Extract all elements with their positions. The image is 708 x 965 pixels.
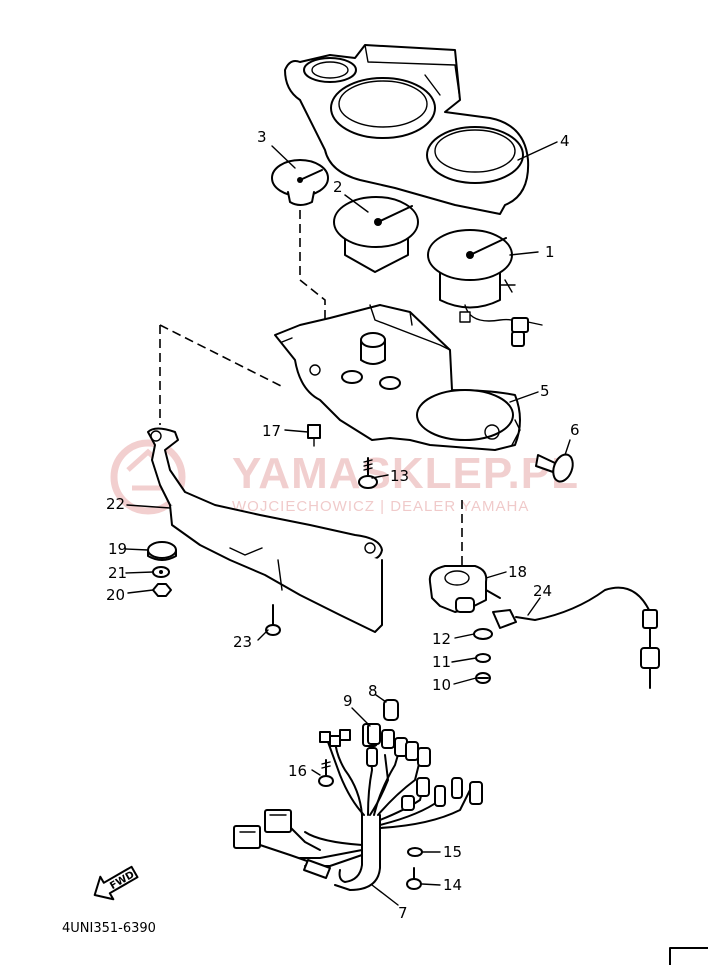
- spring-washer-part11: [475, 653, 491, 663]
- gauge-part2: [333, 196, 419, 273]
- label-part3: 3: [257, 128, 267, 146]
- label-part1: 1: [545, 243, 555, 261]
- leader-lines: [125, 141, 571, 906]
- label-part9: 9: [343, 692, 353, 710]
- label-part23: 23: [233, 633, 252, 651]
- small-gauge-part3: [271, 159, 329, 206]
- label-part13: 13: [390, 467, 409, 485]
- label-part21: 21: [108, 564, 127, 582]
- watermark-main: YAMASKLEP.PL: [232, 449, 579, 498]
- upper-cover-part4: [284, 44, 530, 215]
- washer-part12: [473, 628, 493, 640]
- watermark: YAMASKLEP.PL WOJCIECHOWICZ | DEALER YAMA…: [110, 439, 579, 515]
- label-part6: 6: [570, 421, 580, 439]
- screw-part16: [318, 759, 334, 787]
- screw-part10: [475, 672, 491, 684]
- label-part18: 18: [508, 563, 527, 581]
- label-part10: 10: [432, 676, 451, 694]
- washer-part21: [152, 566, 170, 578]
- screw-part14: [406, 867, 422, 890]
- fwd-arrow-icon: FWD: [93, 865, 139, 901]
- meter-case-part5: [274, 304, 521, 451]
- label-part15: 15: [443, 843, 462, 861]
- label-part4: 4: [560, 132, 570, 150]
- washer-part15: [407, 847, 423, 857]
- label-part17: 17: [262, 422, 281, 440]
- connector-part8: [383, 699, 399, 721]
- label-part11: 11: [432, 653, 451, 671]
- nut-part20: [152, 583, 172, 597]
- watermark-sub: WOJCIECHOWICZ | DEALER YAMAHA: [232, 498, 529, 515]
- speedometer-part1: [427, 229, 543, 347]
- bolt-part13: [358, 457, 378, 489]
- label-part24: 24: [533, 582, 552, 600]
- bolt-part17: [307, 424, 321, 447]
- cable-part24: [492, 586, 660, 689]
- label-part19: 19: [108, 540, 127, 558]
- bracket-part22: [147, 427, 383, 633]
- label-part5: 5: [540, 382, 550, 400]
- connector-part9: [367, 723, 381, 745]
- label-part20: 20: [106, 586, 125, 604]
- sensor-part18: [428, 565, 501, 613]
- label-part14: 14: [443, 876, 462, 894]
- frame-corner: [669, 947, 708, 965]
- knob-part6: [535, 453, 574, 483]
- wire-harness-part7: [233, 723, 483, 891]
- diagram-code: 4UNI351-6390: [62, 921, 156, 936]
- label-part2: 2: [333, 178, 343, 196]
- label-part7: 7: [398, 904, 408, 922]
- label-part16: 16: [288, 762, 307, 780]
- grommet-part19: [147, 541, 177, 561]
- screw-part23: [265, 604, 281, 636]
- label-part22: 22: [106, 495, 125, 513]
- label-part8: 8: [368, 682, 378, 700]
- part-labels: 1 2 3 4 5 6 7 8 9 10 11 12 13 14 15 16 1…: [106, 128, 580, 922]
- label-part12: 12: [432, 630, 451, 648]
